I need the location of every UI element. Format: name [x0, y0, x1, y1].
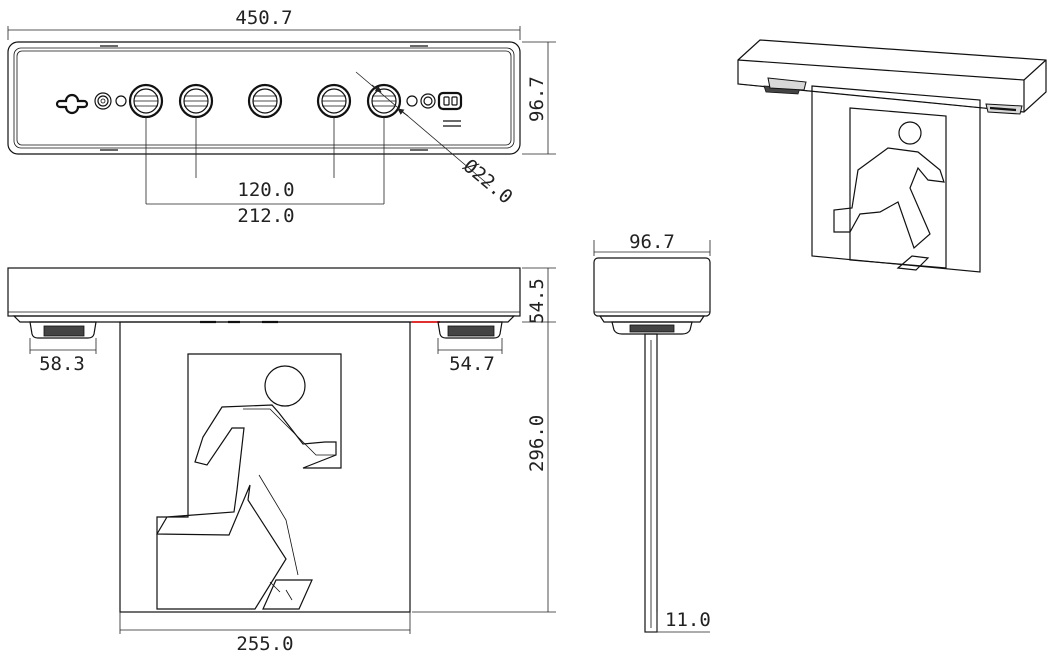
side-view: 96.7 11.0: [593, 231, 711, 633]
dim-panel-width: 255.0: [236, 633, 293, 655]
sign-panel: [119, 321, 411, 613]
front-view: 54.5 296.0 58.3 54.7 255.0: [7, 267, 556, 655]
screw-icon: [94, 92, 112, 110]
dim-hole-pitch-inner: 120.0: [237, 179, 294, 201]
dim-left-foot: 58.3: [39, 353, 85, 375]
dim-right-foot: 54.7: [449, 353, 495, 375]
hole-2: [178, 83, 214, 119]
hole-1: [128, 83, 164, 119]
dim-panel-height: 296.0: [526, 415, 548, 472]
dim-top-height: 96.7: [526, 76, 548, 122]
top-view: 120.0 212.0 Ø22.0 450.7 96.7: [7, 7, 556, 227]
screw-small-left: [115, 95, 127, 107]
screw-small-right: [406, 95, 418, 107]
left-lamp: [29, 321, 97, 339]
dim-hole-pitch-outer: 212.0: [237, 205, 294, 227]
keyhole-slot-icon: [55, 93, 89, 115]
hole-5: [366, 83, 402, 119]
running-man-exit-icon: [155, 353, 342, 610]
screw-icon: [420, 93, 436, 109]
dim-hole-diameter: Ø22.0: [459, 155, 517, 209]
isometric-view: [737, 39, 1047, 273]
iso-sign-panel: [811, 85, 981, 273]
connector-block: [437, 91, 463, 111]
dim-side-depth: 96.7: [629, 231, 675, 253]
dim-front-height: 54.5: [526, 278, 548, 324]
right-lamp: [437, 321, 503, 339]
dim-top-width: 450.7: [235, 7, 292, 29]
dim-panel-thickness: 11.0: [665, 609, 711, 631]
hole-3: [247, 83, 283, 119]
hole-4: [316, 83, 352, 119]
